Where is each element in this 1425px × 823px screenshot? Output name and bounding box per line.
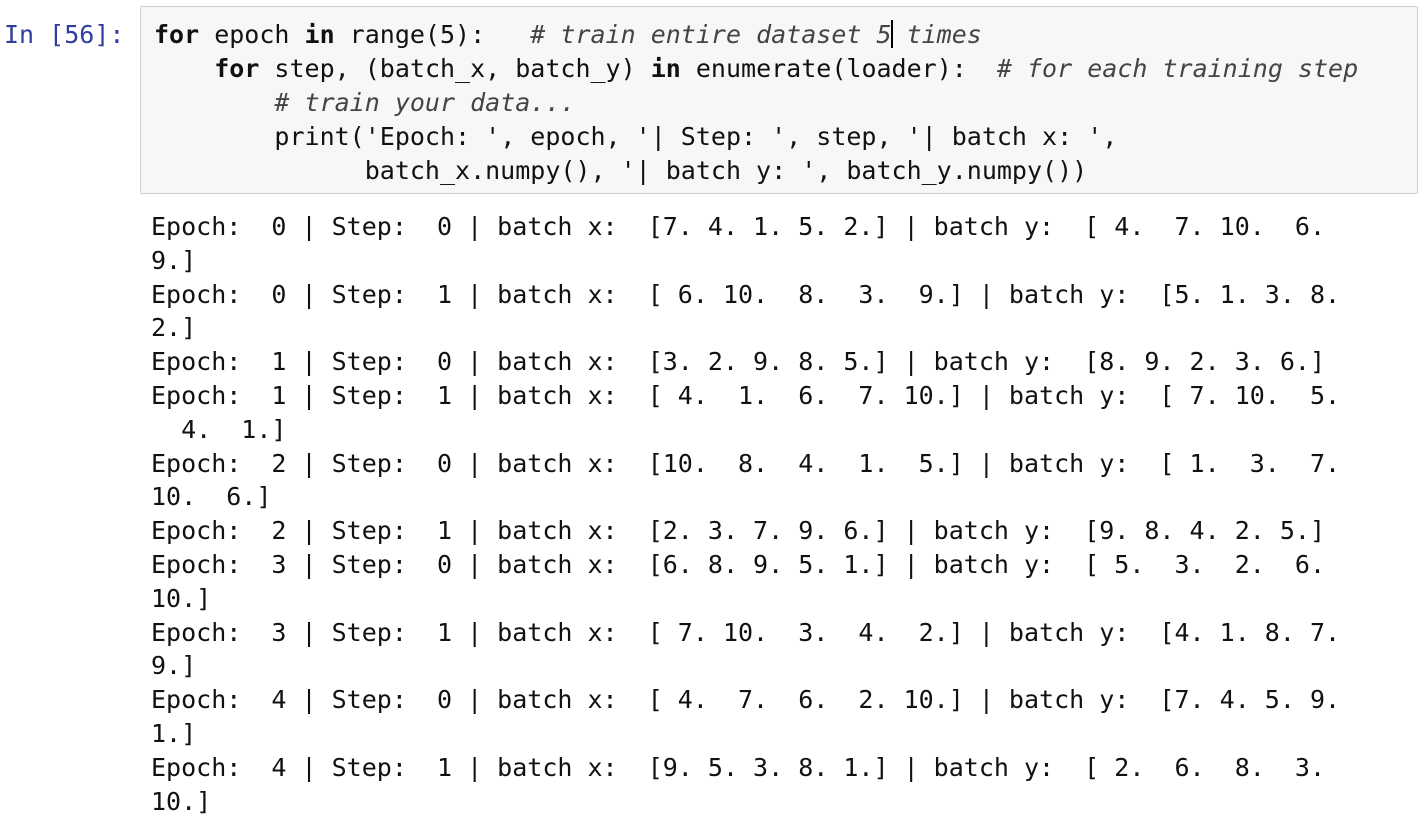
code-keyword: for xyxy=(214,54,260,83)
code-token: step, (batch_x, batch_y) xyxy=(259,54,651,83)
code-line: for epoch in range(5): # train entire da… xyxy=(154,18,1358,52)
code-comment: # for each training step xyxy=(996,54,1359,83)
output-line: 10.] xyxy=(151,583,212,613)
code-comment: times xyxy=(891,20,982,49)
code-line: print('Epoch: ', epoch, '| Step: ', step… xyxy=(154,120,1358,154)
code-line: # train your data... xyxy=(154,86,1358,120)
output-line: Epoch: 2 | Step: 1 | batch x: [2. 3. 7. … xyxy=(151,516,1325,546)
output-line: Epoch: 3 | Step: 1 | batch x: [ 7. 10. 3… xyxy=(151,617,1341,647)
code-token: print('Epoch: ', epoch, '| Step: ', step… xyxy=(274,122,1118,151)
output-line: 9.] xyxy=(151,651,197,681)
code-keyword: in xyxy=(304,20,335,49)
code-comment: # train entire dataset 5 xyxy=(530,20,892,49)
code-indent xyxy=(154,88,274,117)
code-keyword: in xyxy=(650,54,681,83)
output-line: Epoch: 3 | Step: 0 | batch x: [6. 8. 9. … xyxy=(151,549,1325,579)
code-line: for step, (batch_x, batch_y) in enumerat… xyxy=(154,52,1358,86)
output-line: Epoch: 1 | Step: 0 | batch x: [3. 2. 9. … xyxy=(151,347,1325,377)
code-token: batch_x.numpy(), '| batch y: ', batch_y.… xyxy=(364,156,1088,185)
text-cursor xyxy=(890,20,893,48)
output-line: 9.] xyxy=(151,245,197,275)
code-editor[interactable]: for epoch in range(5): # train entire da… xyxy=(154,18,1358,188)
output-line: Epoch: 0 | Step: 0 | batch x: [7. 4. 1. … xyxy=(151,212,1325,241)
code-comment: # train your data... xyxy=(274,88,576,117)
output-line: 10. 6.] xyxy=(151,482,272,512)
code-token: range(5): xyxy=(334,20,531,49)
output-line: 4. 1.] xyxy=(151,414,287,444)
output-line: 2.] xyxy=(151,313,197,343)
cell-output: Epoch: 0 | Step: 0 | batch x: [7. 4. 1. … xyxy=(151,210,1340,818)
output-line: Epoch: 4 | Step: 1 | batch x: [9. 5. 3. … xyxy=(151,752,1325,782)
code-cell-input[interactable]: for epoch in range(5): # train entire da… xyxy=(140,6,1418,194)
code-keyword: for xyxy=(154,20,200,49)
cell-prompt: In [56]: xyxy=(4,20,125,49)
code-line: batch_x.numpy(), '| batch y: ', batch_y.… xyxy=(154,154,1358,188)
code-token: enumerate(loader): xyxy=(680,54,997,83)
code-indent xyxy=(154,122,274,151)
code-indent xyxy=(154,54,214,83)
output-line: Epoch: 4 | Step: 0 | batch x: [ 4. 7. 6.… xyxy=(151,685,1341,715)
output-line: 1.] xyxy=(151,718,197,748)
output-line: Epoch: 2 | Step: 0 | batch x: [10. 8. 4.… xyxy=(151,448,1341,478)
output-line: Epoch: 0 | Step: 1 | batch x: [ 6. 10. 8… xyxy=(151,279,1341,309)
code-indent xyxy=(154,156,365,185)
output-line: Epoch: 1 | Step: 1 | batch x: [ 4. 1. 6.… xyxy=(151,380,1341,410)
output-line: 10.] xyxy=(151,786,212,816)
code-token: epoch xyxy=(199,20,305,49)
